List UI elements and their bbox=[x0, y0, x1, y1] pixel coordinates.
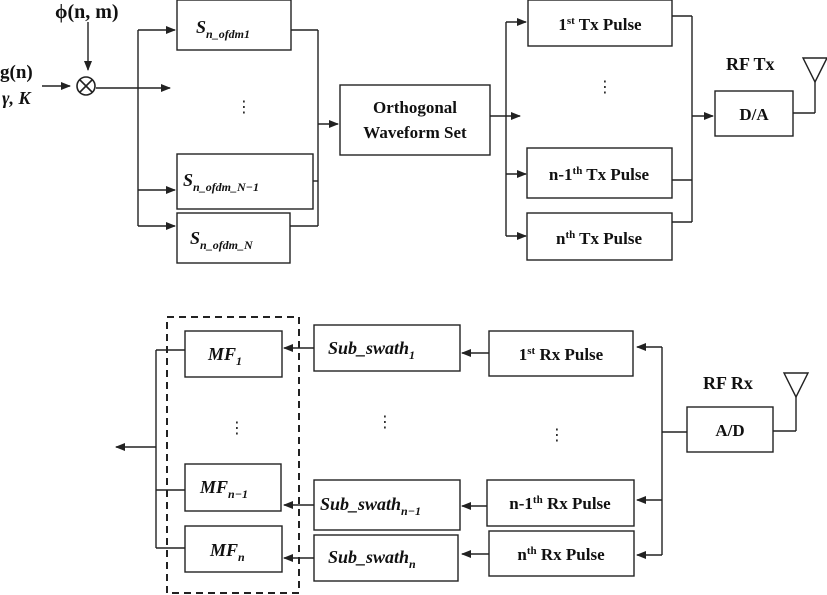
rx-pulse-n-block: nth Rx Pulse bbox=[488, 530, 635, 577]
rx-pulse-n-minus-1-block: n-1th Rx Pulse bbox=[486, 479, 635, 527]
mf-n-block: MFn bbox=[184, 525, 283, 573]
tx-pulse-1-block: 1st Tx Pulse bbox=[527, 0, 673, 47]
rx-ellipsis: ⋮ bbox=[549, 425, 565, 444]
svg-text:Sn_ofdm_N: Sn_ofdm_N bbox=[190, 228, 254, 252]
svg-text:1st Rx Pulse: 1st Rx Pulse bbox=[519, 345, 604, 364]
sub-swath-n-minus-1-block: Sub_swathn−1 bbox=[313, 479, 461, 531]
tx-ellipsis: ⋮ bbox=[597, 77, 613, 96]
svg-text:Sub_swath1: Sub_swath1 bbox=[328, 338, 415, 362]
svg-text:MF1: MF1 bbox=[207, 344, 242, 368]
tx-pulse-n-minus-1-block: n-1th Tx Pulse bbox=[526, 147, 673, 199]
svg-text:nth Rx Pulse: nth Rx Pulse bbox=[517, 545, 605, 564]
svg-text:Sn_ofdm_N−1: Sn_ofdm_N−1 bbox=[183, 170, 259, 194]
ofdm-block-n: Sn_ofdm_N bbox=[176, 212, 291, 264]
svg-text:1st Tx Pulse: 1st Tx Pulse bbox=[558, 15, 642, 34]
sub-swath-1-block: Sub_swath1 bbox=[313, 324, 461, 372]
tx-pulse-n-block: nth Tx Pulse bbox=[526, 212, 673, 261]
ofdm-ellipsis: ⋮ bbox=[236, 97, 252, 116]
rf-tx-label: RF Tx bbox=[726, 54, 775, 74]
svg-text:n-1th Rx Pulse: n-1th Rx Pulse bbox=[509, 494, 611, 513]
svg-text:MFn−1: MFn−1 bbox=[199, 477, 248, 501]
gamma-k-label: γ, K bbox=[2, 88, 32, 108]
rf-rx-label: RF Rx bbox=[703, 373, 753, 393]
subswath-ellipsis: ⋮ bbox=[377, 412, 393, 431]
svg-text:A/D: A/D bbox=[715, 421, 744, 440]
rx-antenna-icon bbox=[782, 372, 810, 399]
ofdm-block-n-minus-1: Sn_ofdm_N−1 bbox=[176, 153, 314, 210]
mf-ellipsis: ⋮ bbox=[229, 418, 245, 437]
svg-text:Sub_swathn−1: Sub_swathn−1 bbox=[320, 494, 421, 518]
g-input-label: g(n) bbox=[0, 62, 33, 83]
matched-filter-bank-outline bbox=[166, 316, 300, 594]
sub-swath-n-block: Sub_swathn bbox=[313, 534, 459, 582]
multiplier-symbol bbox=[76, 76, 96, 96]
svg-text:Sn_ofdm1: Sn_ofdm1 bbox=[196, 17, 250, 41]
ad-converter-block: A/D bbox=[686, 406, 774, 453]
mf-n-minus-1-block: MFn−1 bbox=[184, 463, 282, 512]
svg-text:Orthogonal: Orthogonal bbox=[373, 98, 457, 117]
rx-pulse-1-block: 1st Rx Pulse bbox=[488, 330, 634, 377]
mf-1-block: MF1 bbox=[184, 330, 283, 378]
svg-text:n-1th Tx Pulse: n-1th Tx Pulse bbox=[549, 165, 650, 184]
svg-text:D/A: D/A bbox=[739, 105, 769, 124]
svg-text:nth Tx Pulse: nth Tx Pulse bbox=[556, 229, 642, 248]
da-converter-block: D/A bbox=[714, 90, 794, 137]
phi-input-label: ϕ(n, m) bbox=[55, 1, 119, 23]
tx-antenna-icon bbox=[801, 57, 827, 84]
svg-text:Waveform Set: Waveform Set bbox=[363, 123, 467, 142]
svg-text:MFn: MFn bbox=[209, 540, 245, 564]
svg-text:Sub_swathn: Sub_swathn bbox=[328, 547, 416, 571]
ofdm-block-1: Sn_ofdm1 bbox=[176, 0, 292, 51]
orthogonal-waveform-set-block: Orthogonal Waveform Set bbox=[339, 84, 491, 156]
